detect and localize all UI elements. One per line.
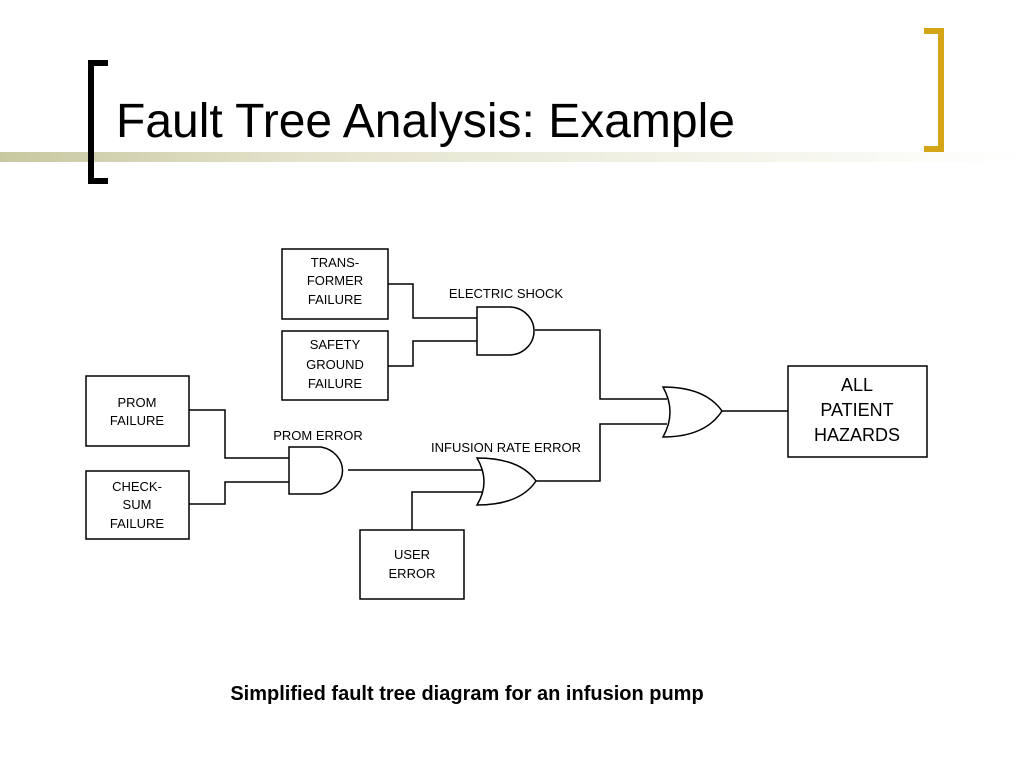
event-text-checksum-line3: FAILURE — [110, 516, 165, 531]
slide-title: Fault Tree Analysis: Example — [116, 95, 735, 148]
and-gate-electric-shock — [476, 306, 535, 356]
wire-checksum-to-prom-error — [189, 481, 289, 505]
event-text-transformer-line2: FORMER — [307, 273, 363, 288]
event-text-user-line1: USER — [394, 547, 430, 562]
event-box-checksum-failure — [85, 470, 190, 540]
event-text-prom-line1: PROM — [118, 395, 157, 410]
gate-label-electric-shock: ELECTRIC SHOCK — [449, 286, 563, 301]
event-text-hazards-line2: PATIENT — [820, 400, 893, 420]
wire-prom-failure-to-prom-error — [189, 409, 289, 459]
gate-label-prom-error: PROM ERROR — [273, 428, 363, 443]
gate-label-infusion-rate-error: INFUSION RATE ERROR — [431, 440, 581, 455]
event-text-hazards-line3: HAZARDS — [814, 425, 900, 445]
wire-transformer-to-electric-shock — [388, 283, 477, 319]
wire-user-error-to-infusion — [411, 491, 482, 530]
title-underline-bar — [0, 152, 1024, 162]
event-box-prom-failure — [85, 375, 190, 447]
event-text-safety-line2: GROUND — [306, 357, 364, 372]
event-text-transformer-line3: FAILURE — [308, 292, 363, 307]
event-box-user-error — [359, 529, 465, 600]
event-text-safety-line1: SAFETY — [310, 337, 361, 352]
right-bracket-decoration — [924, 28, 944, 152]
title-bar-solid — [0, 152, 300, 162]
left-bracket-decoration — [88, 60, 108, 184]
wire-electric-shock-to-top — [535, 329, 667, 400]
event-text-checksum-line2: SUM — [123, 497, 152, 512]
diagram-caption: Simplified fault tree diagram for an inf… — [230, 683, 704, 705]
title-bar-fade — [300, 152, 1024, 162]
event-text-checksum-line1: CHECK- — [112, 479, 162, 494]
event-text-safety-line3: FAILURE — [308, 376, 363, 391]
and-gate-prom-error — [288, 446, 344, 495]
event-text-prom-line2: FAILURE — [110, 413, 165, 428]
or-gate-infusion-rate-error — [475, 457, 537, 506]
event-text-user-line2: ERROR — [389, 566, 436, 581]
wire-safety-to-electric-shock — [388, 340, 477, 367]
or-gate-top — [661, 386, 723, 438]
event-text-transformer-line1: TRANS- — [311, 255, 359, 270]
event-text-hazards-line1: ALL — [841, 375, 873, 395]
wire-infusion-to-top — [536, 423, 667, 482]
